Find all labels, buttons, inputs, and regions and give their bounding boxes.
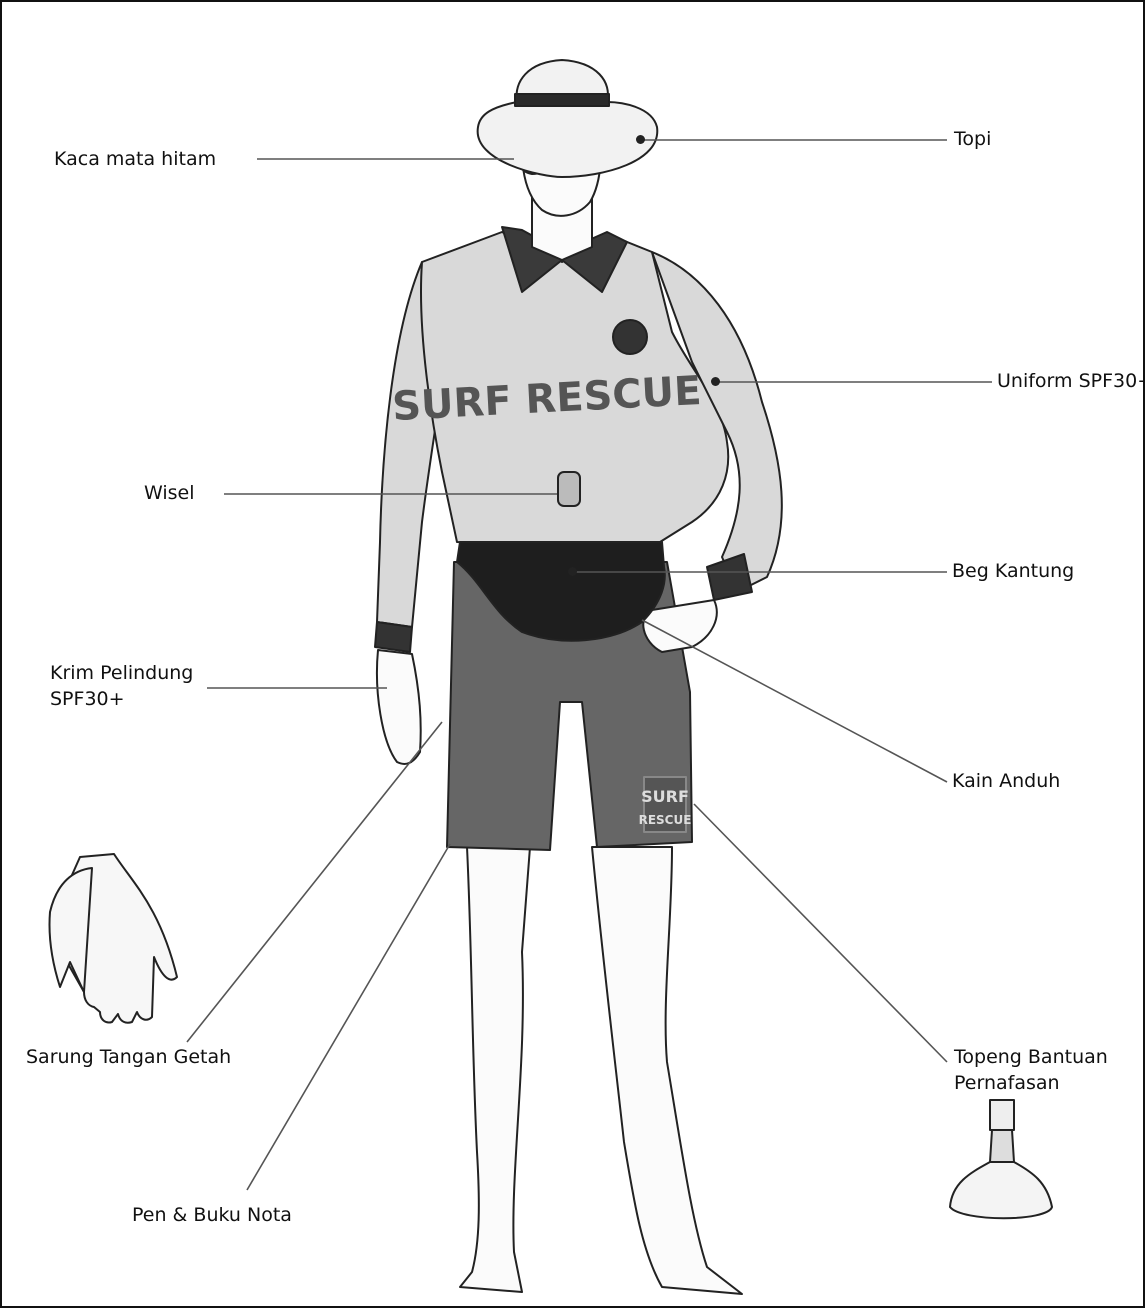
shorts-text-line2: RESCUE (639, 813, 692, 827)
label-sunglasses: Kaca mata hitam (54, 146, 216, 172)
anchor-hat (636, 135, 645, 144)
anchor-uniform (711, 377, 720, 386)
label-whistle: Wisel (144, 480, 195, 506)
cpr-mask (950, 1100, 1052, 1218)
label-sling: Kain Anduh (952, 768, 1060, 794)
shorts-text-line1: SURF (641, 787, 689, 806)
left-hand (377, 650, 421, 764)
shirt-badge (613, 320, 647, 354)
legs (460, 847, 742, 1294)
label-uniform: Uniform SPF30+ (997, 368, 1145, 394)
leader-gloves (187, 722, 442, 1042)
right-cuff (707, 554, 752, 600)
label-belt-bag: Beg Kantung (952, 558, 1074, 584)
label-cpr-mask-line1: Topeng Bantuan (954, 1044, 1108, 1070)
label-sunscreen-line1: Krim Pelindung (50, 660, 193, 686)
label-hat: Topi (954, 126, 991, 152)
left-cuff (375, 622, 412, 652)
anchor-belt-bag (568, 567, 577, 576)
gloves (49, 854, 177, 1023)
label-sunscreen: Krim Pelindung SPF30+ (50, 660, 193, 712)
leader-cpr-mask (694, 804, 947, 1062)
label-sunscreen-line2: SPF30+ (50, 686, 193, 712)
whistle (558, 472, 580, 506)
label-gloves: Sarung Tangan Getah (26, 1044, 231, 1070)
leader-pen-notebook (247, 844, 450, 1190)
label-pen-notebook: Pen & Buku Nota (132, 1202, 292, 1228)
label-cpr-mask: Topeng Bantuan Pernafasan (954, 1044, 1108, 1096)
label-cpr-mask-line2: Pernafasan (954, 1070, 1108, 1096)
